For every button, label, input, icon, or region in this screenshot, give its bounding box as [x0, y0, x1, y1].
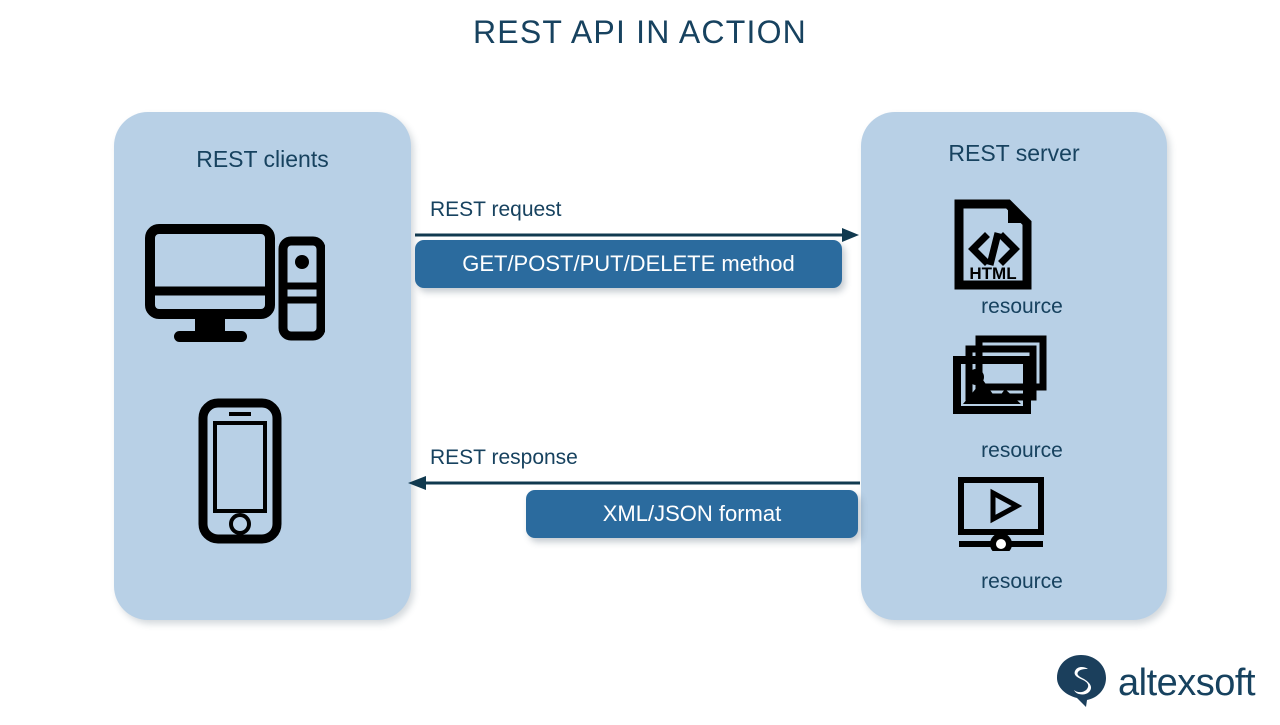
resource-label-video: resource	[981, 570, 1063, 593]
page-title: REST API IN ACTION	[473, 14, 807, 50]
desktop-computer-icon	[145, 224, 326, 351]
http-methods-badge-text: GET/POST/PUT/DELETE method	[462, 251, 795, 276]
rest-request-arrow-icon	[415, 226, 860, 249]
rest-clients-title: REST clients	[196, 146, 329, 172]
html-icon-text: HTML	[969, 264, 1016, 283]
speech-bubble-s-icon	[1055, 653, 1109, 714]
rest-server-title: REST server	[948, 140, 1080, 166]
photo-stack-icon	[951, 334, 1049, 421]
video-player-icon	[956, 475, 1046, 556]
smartphone-icon	[197, 397, 283, 550]
response-format-badge: XML/JSON format	[526, 490, 858, 538]
rest-response-arrow-icon	[408, 474, 860, 497]
rest-clients-panel: REST clients	[114, 112, 411, 620]
rest-response-label: REST response	[430, 446, 578, 469]
resource-label-html: resource	[981, 295, 1063, 318]
html-document-icon: HTML	[953, 199, 1035, 296]
resource-label-photo: resource	[981, 439, 1063, 462]
rest-server-panel: REST server HTML resource resource	[861, 112, 1167, 620]
altexsoft-logo: altexsoft	[1055, 653, 1256, 714]
http-methods-badge: GET/POST/PUT/DELETE method	[415, 240, 842, 288]
response-format-badge-text: XML/JSON format	[602, 501, 782, 526]
rest-request-label: REST request	[430, 198, 562, 221]
altexsoft-wordmark: altexsoft	[1118, 662, 1256, 704]
